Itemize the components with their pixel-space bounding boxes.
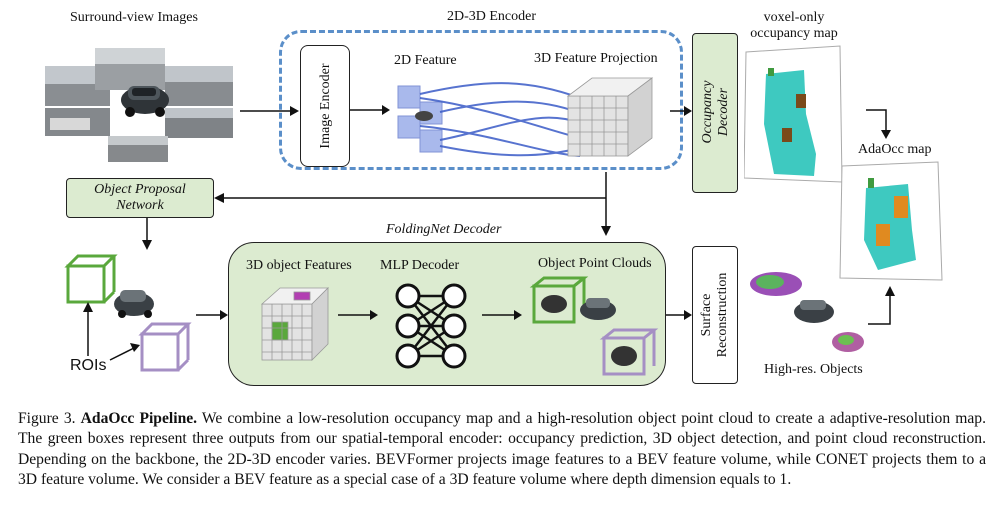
- arrow-objects-to-adaocc: [868, 286, 895, 325]
- surface-reconstruction-label: Surface Reconstruction: [699, 255, 731, 375]
- encoder-title: 2D-3D Encoder: [447, 9, 537, 24]
- occupancy-decoder-label: Occupancy Decoder: [700, 52, 732, 172]
- proposal-line2: Network: [116, 198, 164, 213]
- arrows-projection-branch: [214, 172, 611, 236]
- arrow-pointclouds-to-surface: [666, 310, 692, 320]
- voxel-only-line1: voxel-only: [763, 10, 825, 25]
- caption-title: AdaOcc Pipeline.: [80, 410, 198, 427]
- rois-label: ROIs: [70, 357, 107, 374]
- arrow-projection-to-decoder: [670, 106, 692, 116]
- image-encoder-label: Image Encoder: [318, 63, 333, 149]
- arrow-proposal-to-rois: [142, 218, 152, 250]
- arrow-voxel-to-adaocc: [866, 109, 891, 139]
- object-point-clouds: [529, 276, 659, 376]
- arrow-rois-to-features: [196, 310, 228, 320]
- pipeline-figure: Surround-view Images 2D-3D Encoder Image…: [45, 9, 943, 386]
- foldingnet-label: FoldingNet Decoder: [386, 222, 502, 237]
- figure-number: Figure 3.: [18, 410, 76, 427]
- arrow-features-to-mlp: [338, 310, 378, 320]
- high-res-label: High-res. Objects: [764, 362, 863, 377]
- arrow-encoder-to-features: [350, 105, 390, 115]
- object-features-voxel: [260, 287, 329, 361]
- image-encoder-box: Image Encoder: [300, 45, 350, 167]
- surface-reconstruction-box: Surface Reconstruction: [692, 246, 738, 384]
- occupancy-decoder-box: Occupancy Decoder: [692, 33, 738, 193]
- caption-body: We combine a low-resolution occupancy ma…: [18, 410, 986, 489]
- voxel-only-occupancy-map: [744, 45, 843, 183]
- feature-projection-label: 3D Feature Projection: [534, 51, 658, 66]
- object-features-label: 3D object Features: [246, 258, 352, 273]
- voxel-only-line2: occupancy map: [750, 26, 838, 41]
- adaocc-map-label: AdaOcc map: [858, 142, 932, 157]
- high-res-objects: [750, 272, 864, 352]
- mlp-network-icon: [395, 283, 467, 369]
- surface-line2: Reconstruction: [715, 272, 730, 358]
- point-clouds-label: Object Point Clouds: [538, 256, 652, 271]
- voxel-only-label: voxel-only occupancy map: [742, 10, 846, 42]
- occupancy-decoder-line1: Occupancy: [700, 80, 715, 144]
- feature-projection-diagram: [397, 77, 654, 157]
- mlp-decoder-label: MLP Decoder: [380, 258, 460, 273]
- rois-diagram: [64, 254, 192, 372]
- arrow-mlp-to-pointclouds: [482, 310, 522, 320]
- object-proposal-network-box: Object Proposal Network: [66, 178, 214, 218]
- surface-line1: Surface: [699, 293, 714, 337]
- encoder-region: [279, 30, 683, 170]
- surround-view-label: Surround-view Images: [70, 10, 198, 25]
- occupancy-decoder-line2: Decoder: [716, 87, 731, 137]
- feature-2d-label: 2D Feature: [394, 53, 457, 68]
- adaocc-map: [839, 161, 943, 281]
- figure-caption: Figure 3. AdaOcc Pipeline. We combine a …: [18, 409, 986, 491]
- proposal-line1: Object Proposal: [94, 182, 186, 197]
- surround-view-images: [45, 48, 233, 162]
